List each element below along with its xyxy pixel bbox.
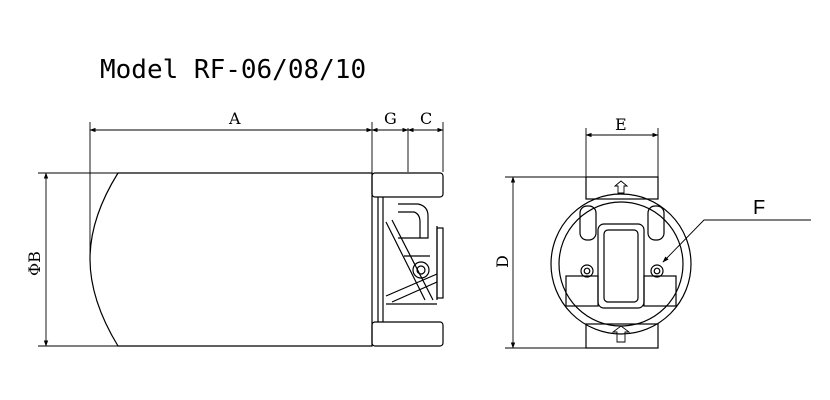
right-ear [647, 205, 665, 241]
left-ear [579, 205, 597, 241]
left-screw-hole [580, 264, 594, 278]
center-block [597, 223, 645, 309]
model-title: Model RF-06/08/10 [100, 55, 366, 85]
top-flange [371, 172, 444, 198]
linkage-lower [385, 273, 438, 297]
label-b: ΦB [25, 251, 44, 276]
label-a: A [228, 109, 241, 128]
bottom-flange [371, 321, 444, 347]
right-screw-hole [650, 264, 664, 278]
upper-clamp-inner [398, 211, 421, 238]
bottom-tab [585, 323, 659, 349]
label-g: G [384, 109, 397, 128]
center-block-inner [603, 229, 639, 303]
outer-housing-circle [550, 193, 692, 335]
label-d: D [493, 255, 512, 268]
linkage-lower-2 [391, 281, 438, 303]
label-e: E [615, 115, 627, 134]
side-plate [436, 227, 444, 299]
left-screw-hole-inner [583, 267, 591, 275]
label-f: F [753, 197, 765, 219]
front-view: E D F [493, 115, 811, 349]
leader-f [662, 219, 811, 263]
right-screw-hole-inner [653, 267, 661, 275]
motor-body [89, 172, 373, 347]
linkage-upper-2 [391, 219, 434, 301]
linkage-upper [385, 221, 426, 301]
upper-clamp-arm [398, 203, 429, 239]
side-view: A G C ΦB [25, 109, 444, 347]
top-arrow-icon [613, 180, 629, 194]
bottom-arrow-icon [611, 325, 631, 343]
right-lower-block [643, 275, 677, 307]
pivot-pin [412, 261, 430, 279]
pivot-pin-inner [416, 265, 426, 275]
label-c: C [420, 109, 432, 128]
top-tab [585, 176, 659, 200]
left-lower-block [565, 275, 599, 307]
